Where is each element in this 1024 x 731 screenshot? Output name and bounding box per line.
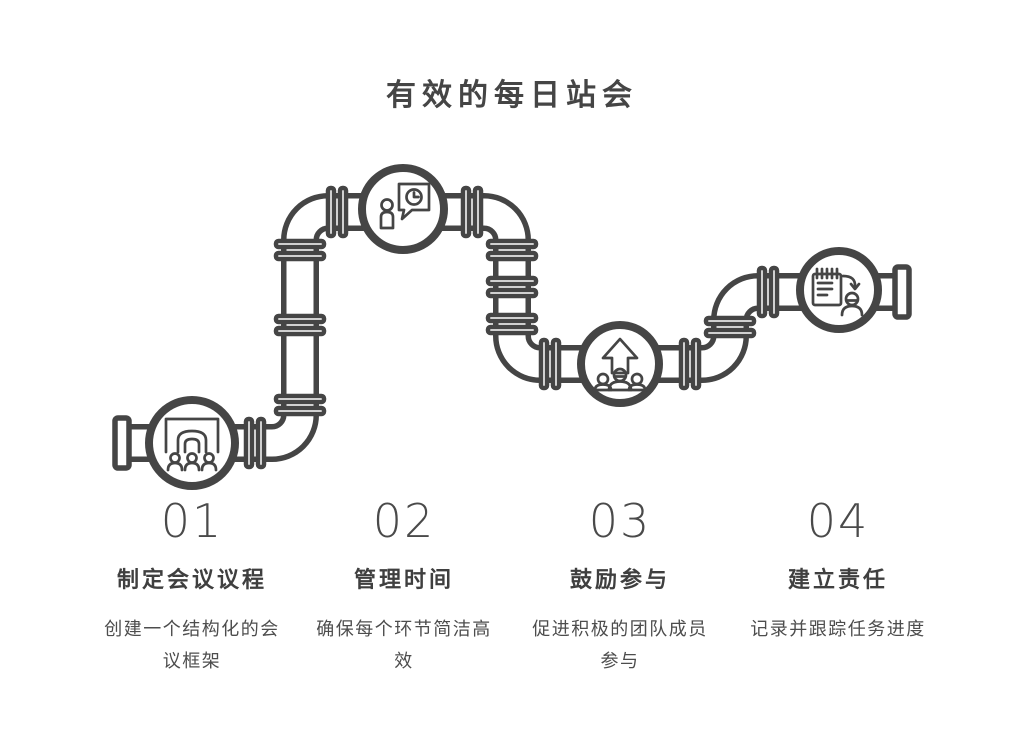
pipe-couplings <box>243 185 780 470</box>
step-3-heading: 鼓励参与 <box>569 567 670 593</box>
step-1-description: 创建一个结构化的会议框架 <box>104 619 280 672</box>
step-3-number: 03 <box>588 494 652 548</box>
step-2-description: 确保每个环节简洁高效 <box>316 619 492 672</box>
step-4-description: 记录并跟踪任务进度 <box>750 619 926 640</box>
step-2-node <box>358 164 448 254</box>
step-4-number: 04 <box>806 494 870 548</box>
step-3-node <box>577 321 663 407</box>
step-2-number: 02 <box>372 494 436 548</box>
step-2-heading: 管理时间 <box>353 567 454 593</box>
notepad-task-tracking-icon <box>811 267 864 317</box>
pipe-end-cap <box>892 264 912 320</box>
meeting-room-audience-icon <box>164 417 220 472</box>
step-1-node <box>145 396 239 490</box>
step-3-description: 促进积极的团队成员参与 <box>532 619 708 672</box>
step-2: 02 管理时间 确保每个环节简洁高效 <box>309 498 499 677</box>
step-3: 03 鼓励参与 促进积极的团队成员参与 <box>525 498 715 677</box>
step-4-node <box>796 247 882 333</box>
person-speech-bubble-clock-icon <box>379 182 431 230</box>
team-growth-arrow-icon <box>592 337 648 392</box>
step-1: 01 制定会议议程 创建一个结构化的会议框架 <box>97 498 287 677</box>
step-4: 04 建立责任 记录并跟踪任务进度 <box>743 498 933 646</box>
step-1-number: 01 <box>160 494 224 548</box>
step-4-heading: 建立责任 <box>787 567 888 593</box>
page-title: 有效的每日站会 <box>386 78 638 113</box>
pipe-start-cap <box>112 415 132 471</box>
step-1-heading: 制定会议议程 <box>116 567 267 593</box>
